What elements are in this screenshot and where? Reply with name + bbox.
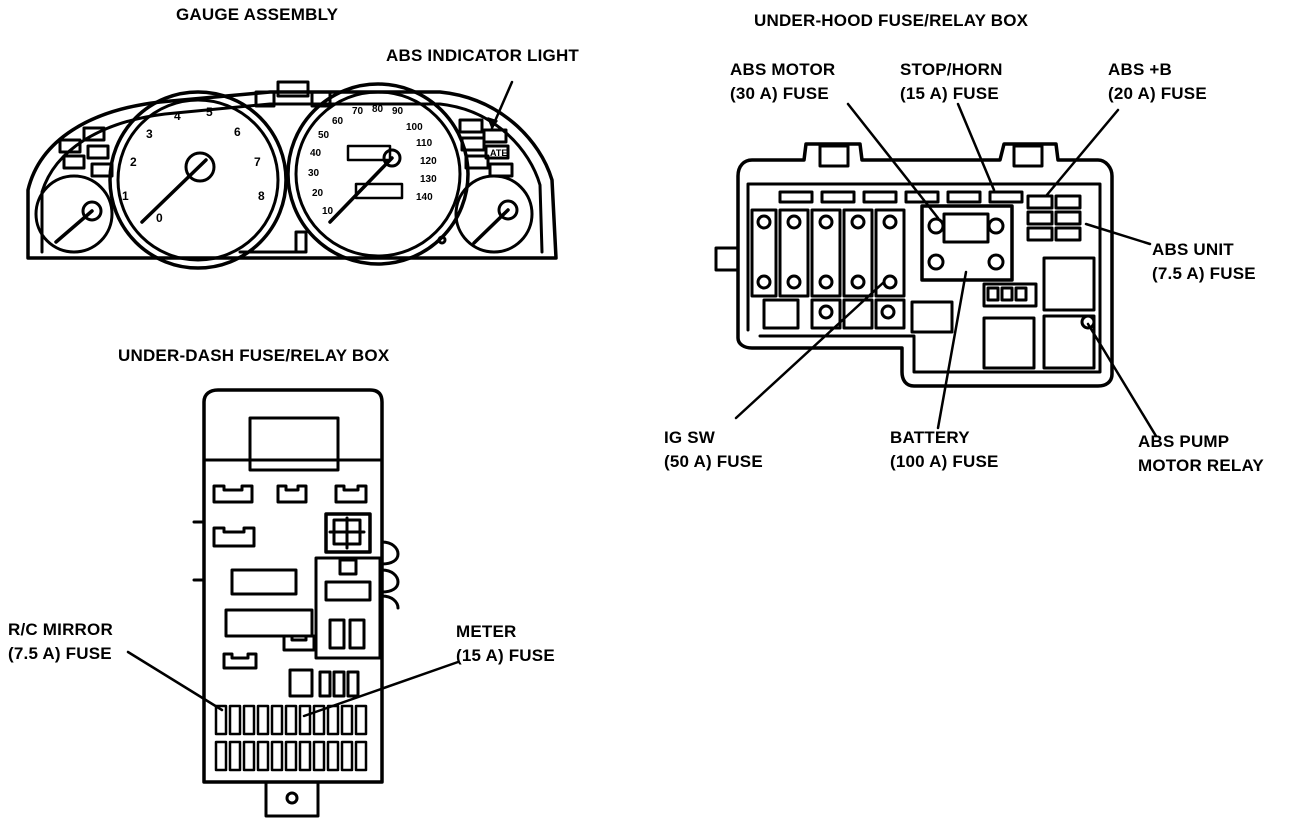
abs-unit-label: ABS UNIT (7.5 A) FUSE (1152, 238, 1256, 286)
speedo-number: 110 (416, 138, 433, 149)
meter-leader (302, 660, 460, 718)
tach-number: 3 (146, 127, 153, 141)
underhood-title: UNDER-HOOD FUSE/RELAY BOX (754, 11, 1029, 30)
speedo-number: 130 (420, 174, 437, 185)
stop-horn-label: STOP/HORN (15 A) FUSE (900, 58, 1003, 106)
meter-line2: (15 A) FUSE (456, 646, 555, 665)
abs-b-leader (1044, 108, 1120, 198)
speedo-number: 40 (310, 148, 322, 159)
abs-b-line1: ABS +B (1108, 60, 1173, 79)
abs-unit-line1: ABS UNIT (1152, 240, 1234, 259)
speedo-number: 90 (392, 106, 404, 117)
ig-sw-label: IG SW (50 A) FUSE (664, 426, 763, 474)
speedo-number: 70 (352, 106, 364, 117)
speedo-number: 100 (406, 122, 423, 133)
abs-pump-line2: MOTOR RELAY (1138, 456, 1264, 475)
speedo-number: 10 (322, 206, 334, 217)
speedo-number: 80 (372, 104, 384, 115)
tach-number: 0 (156, 211, 163, 225)
speedo-number: 20 (312, 188, 324, 199)
abs-pump-leader (1086, 322, 1158, 438)
ig-sw-line2: (50 A) FUSE (664, 452, 763, 471)
abs-unit-leader (1084, 222, 1152, 246)
battery-line1: BATTERY (890, 428, 970, 447)
tach-number: 8 (258, 189, 265, 203)
abs-motor-leader (846, 102, 940, 220)
tach-number: 7 (254, 155, 261, 169)
tach-number: 2 (130, 155, 137, 169)
tach-number: 5 (206, 105, 213, 119)
abs-indicator-label: ABS INDICATOR LIGHT (386, 46, 579, 65)
rc-mirror-label: R/C MIRROR (7.5 A) FUSE (8, 618, 113, 666)
abs-pump-label: ABS PUMP MOTOR RELAY (1138, 430, 1264, 478)
speedo-number: 120 (420, 156, 437, 167)
abs-b-label: ABS +B (20 A) FUSE (1108, 58, 1207, 106)
underhood-fuse-box (714, 142, 1114, 388)
ate-label: ATE (490, 148, 507, 158)
rc-mirror-line2: (7.5 A) FUSE (8, 644, 112, 663)
rc-mirror-leader (126, 650, 224, 712)
abs-unit-line2: (7.5 A) FUSE (1152, 264, 1256, 283)
abs-pump-line1: ABS PUMP (1138, 432, 1230, 451)
tach-number: 6 (234, 125, 241, 139)
gauge-numbers: 0 1 2 3 4 5 6 7 8 10 20 30 40 50 60 70 8… (122, 104, 507, 225)
gauge-assembly (26, 80, 558, 270)
stop-horn-line2: (15 A) FUSE (900, 84, 999, 103)
abs-b-line2: (20 A) FUSE (1108, 84, 1207, 103)
battery-line2: (100 A) FUSE (890, 452, 999, 471)
abs-motor-line1: ABS MOTOR (730, 60, 836, 79)
gauge-assembly-title: GAUGE ASSEMBLY (176, 5, 339, 24)
underdash-fuse-box (192, 388, 400, 818)
underdash-title: UNDER-DASH FUSE/RELAY BOX (118, 346, 390, 365)
stop-horn-line1: STOP/HORN (900, 60, 1003, 79)
stop-horn-leader (956, 102, 996, 192)
meter-label: METER (15 A) FUSE (456, 620, 555, 668)
ig-sw-leader (734, 280, 886, 420)
speedo-number: 140 (416, 192, 433, 203)
battery-leader (936, 270, 968, 430)
rc-mirror-line1: R/C MIRROR (8, 620, 113, 639)
ig-sw-line1: IG SW (664, 428, 716, 447)
abs-motor-line2: (30 A) FUSE (730, 84, 829, 103)
tach-number: 1 (122, 189, 129, 203)
meter-line1: METER (456, 622, 517, 641)
speedo-number: 50 (318, 130, 330, 141)
battery-label: BATTERY (100 A) FUSE (890, 426, 999, 474)
abs-motor-label: ABS MOTOR (30 A) FUSE (730, 58, 835, 106)
speedo-number: 30 (308, 168, 320, 179)
speedo-number: 60 (332, 116, 344, 127)
tach-number: 4 (174, 109, 181, 123)
